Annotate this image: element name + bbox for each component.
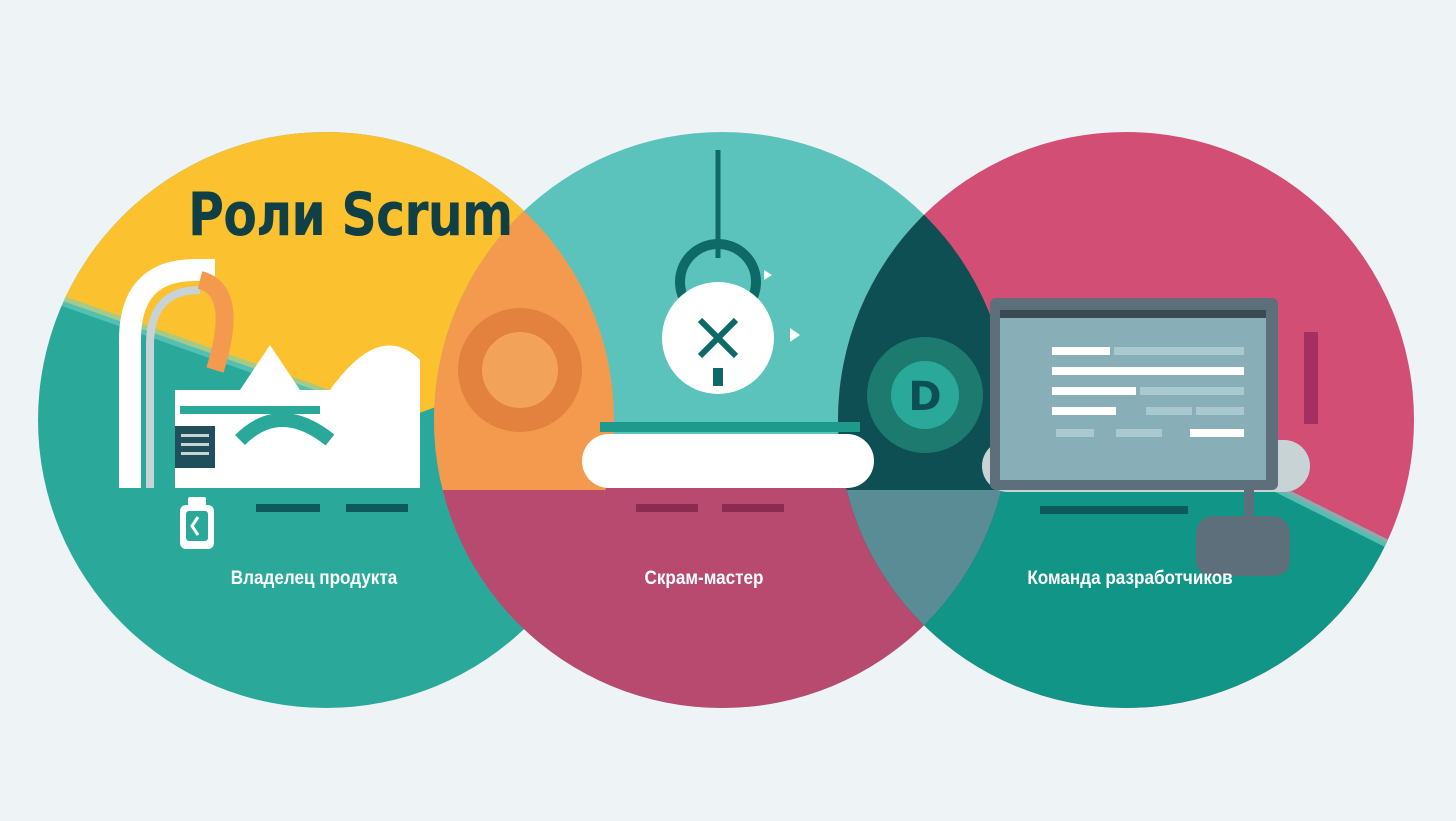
product-owner-label: Владелец продукта [230, 568, 398, 589]
developer-team-label: Команда разработчиков [1027, 568, 1233, 589]
scrum-master-label: Скрам-мастер [644, 568, 764, 589]
svg-text:D: D [908, 374, 941, 420]
product-owner-illustration [119, 259, 420, 549]
scrum-master-illustration [582, 150, 874, 512]
developer-monitor-illustration [982, 298, 1318, 576]
diagram-title: Роли Scrum [188, 180, 513, 250]
